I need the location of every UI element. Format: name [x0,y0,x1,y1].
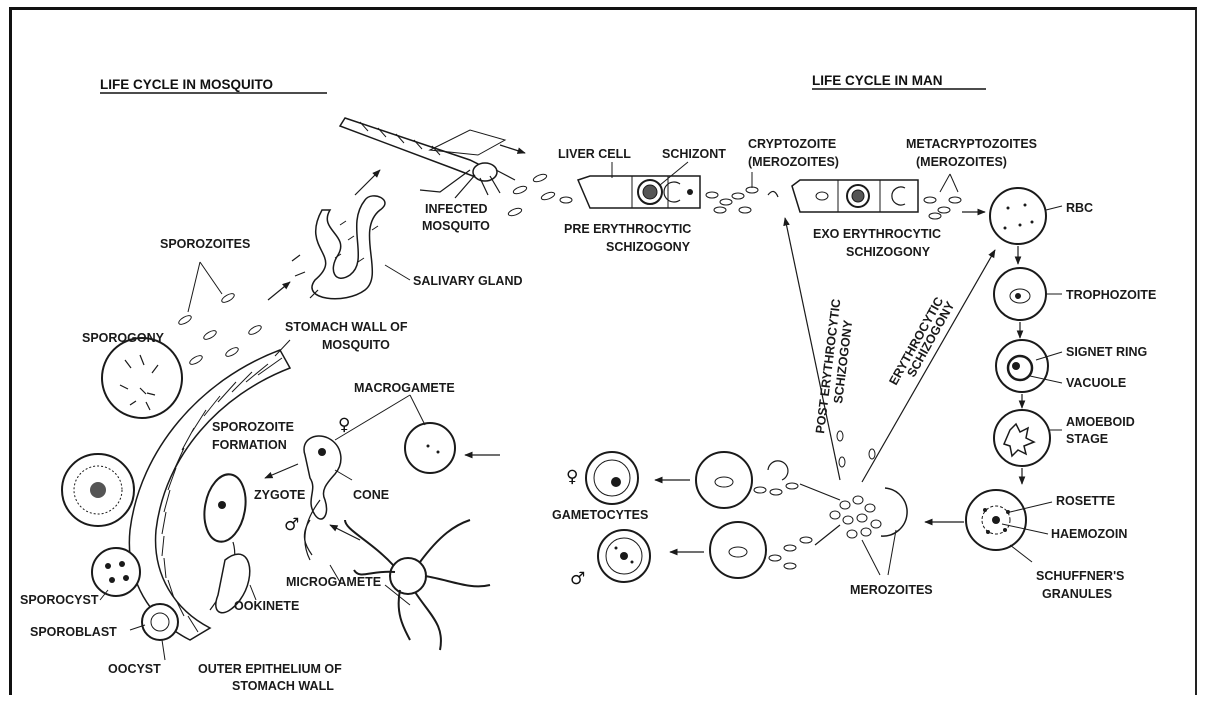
amoeboid-stage-cell [994,410,1050,466]
label-rbc: RBC [1066,201,1093,215]
label-schizont: SCHIZONT [662,147,726,161]
arrow-erythrocytic [862,250,995,482]
label-oocyst: OOCYST [108,662,161,676]
sporozoites-cluster-liver [507,173,572,217]
leader-salivary-gland [385,265,410,280]
label-sporozoite-formation-1: SPOROZOITE [212,420,294,434]
label-sporozoite-formation-2: FORMATION [212,438,287,452]
female-symbol-macrogamete: ♀ [338,415,350,435]
label-microgamete: MICROGAMETE [286,575,381,589]
rbc-cell [990,188,1046,244]
label-sporozoites: SPOROZOITES [160,237,250,251]
label-stomach-wall-1: STOMACH WALL OF [285,320,408,334]
gametocyte-developing-upper [696,452,798,508]
label-salivary-gland: SALIVARY GLAND [413,274,523,288]
label-stomach-wall-2: MOSQUITO [322,338,390,352]
label-amoeboid-2: STAGE [1066,432,1108,446]
label-cryptozoite-2: (MEROZOITES) [748,155,839,169]
label-sporogony: SPOROGONY [82,331,165,345]
label-schuffners-1: SCHUFFNER'S [1036,569,1124,583]
leader-macrogamete-2 [410,395,425,425]
male-symbol-microgamete: ♂ [284,515,299,535]
label-cone: CONE [353,488,389,502]
female-symbol-gametocyte: ♀ [566,467,578,487]
label-metacryptozoites-1: METACRYPTOZOITES [906,137,1037,151]
label-infected-1: INFECTED [425,202,488,216]
infected-mosquito-drawing [340,118,515,198]
title-man: LIFE CYCLE IN MAN [812,73,943,88]
label-signet-ring: SIGNET RING [1066,345,1147,359]
label-macrogamete: MACROGAMETE [354,381,455,395]
leader-metacryptozoite-2 [950,174,958,192]
merozoites-cluster-pre [706,187,778,213]
label-pre-erythrocytic-1: PRE ERYTHROCYTIC [564,222,691,236]
label-haemozoin: HAEMOZOIN [1051,527,1127,541]
label-outer-epithelium-2: STOMACH WALL [232,679,334,693]
zygote-cell [199,471,250,545]
sporogony-oocyst [102,338,182,418]
oocyst-large [62,454,134,526]
liver-cell-strip-pre [578,176,700,208]
label-pre-erythrocytic-2: SCHIZOGONY [606,240,691,254]
label-infected-2: MOSQUITO [422,219,490,233]
label-trophozoite: TROPHOZOITE [1066,288,1156,302]
label-merozoites: MEROZOITES [850,583,933,597]
label-zygote: ZYGOTE [254,488,305,502]
label-rosette: ROSETTE [1056,494,1115,508]
label-exo-erythrocytic-2: SCHIZOGONY [846,245,931,259]
arrow-gland-to-mosquito [355,170,380,195]
liver-cell-strip-exo [792,180,918,212]
trophozoite-cell [994,268,1046,320]
signet-ring-cell [996,340,1048,392]
salivary-gland-drawing [292,196,385,299]
arrow-mosquito-to-liver [500,145,525,153]
label-metacryptozoites-2: (MEROZOITES) [916,155,1007,169]
rosette-cell [966,490,1026,550]
label-amoeboid-1: AMOEBOID [1066,415,1135,429]
label-sporocyst: SPOROCYST [20,593,99,607]
title-mosquito: LIFE CYCLE IN MOSQUITO [100,77,273,92]
leader-sporozoites [188,262,222,312]
label-outer-epithelium-1: OUTER EPITHELIUM OF [198,662,342,676]
male-gametocyte [598,530,650,582]
male-symbol-gametocyte: ♂ [570,569,585,589]
label-schuffners-2: GRANULES [1042,587,1112,601]
label-sporoblast: SPOROBLAST [30,625,117,639]
gametocyte-developing-lower [710,522,812,578]
female-gametocyte [586,452,638,504]
macrogamete-cell [405,423,455,473]
label-liver-cell: LIVER CELL [558,147,631,161]
fertilization-macrogamete [304,436,341,519]
label-ookinete: OOKINETE [234,599,299,613]
merozoites-cluster-exo [924,197,961,219]
label-cryptozoite-1: CRYPTOZOITE [748,137,836,151]
label-vacuole: VACUOLE [1066,376,1126,390]
label-exo-erythrocytic-1: EXO ERYTHROCYTIC [813,227,941,241]
label-gametocytes: GAMETOCYTES [552,508,648,522]
merozoites-on-arrows [837,431,875,467]
leader-metacryptozoite-1 [940,174,950,192]
sporoblast-cell [142,604,178,640]
sporocyst-cell [92,548,140,596]
